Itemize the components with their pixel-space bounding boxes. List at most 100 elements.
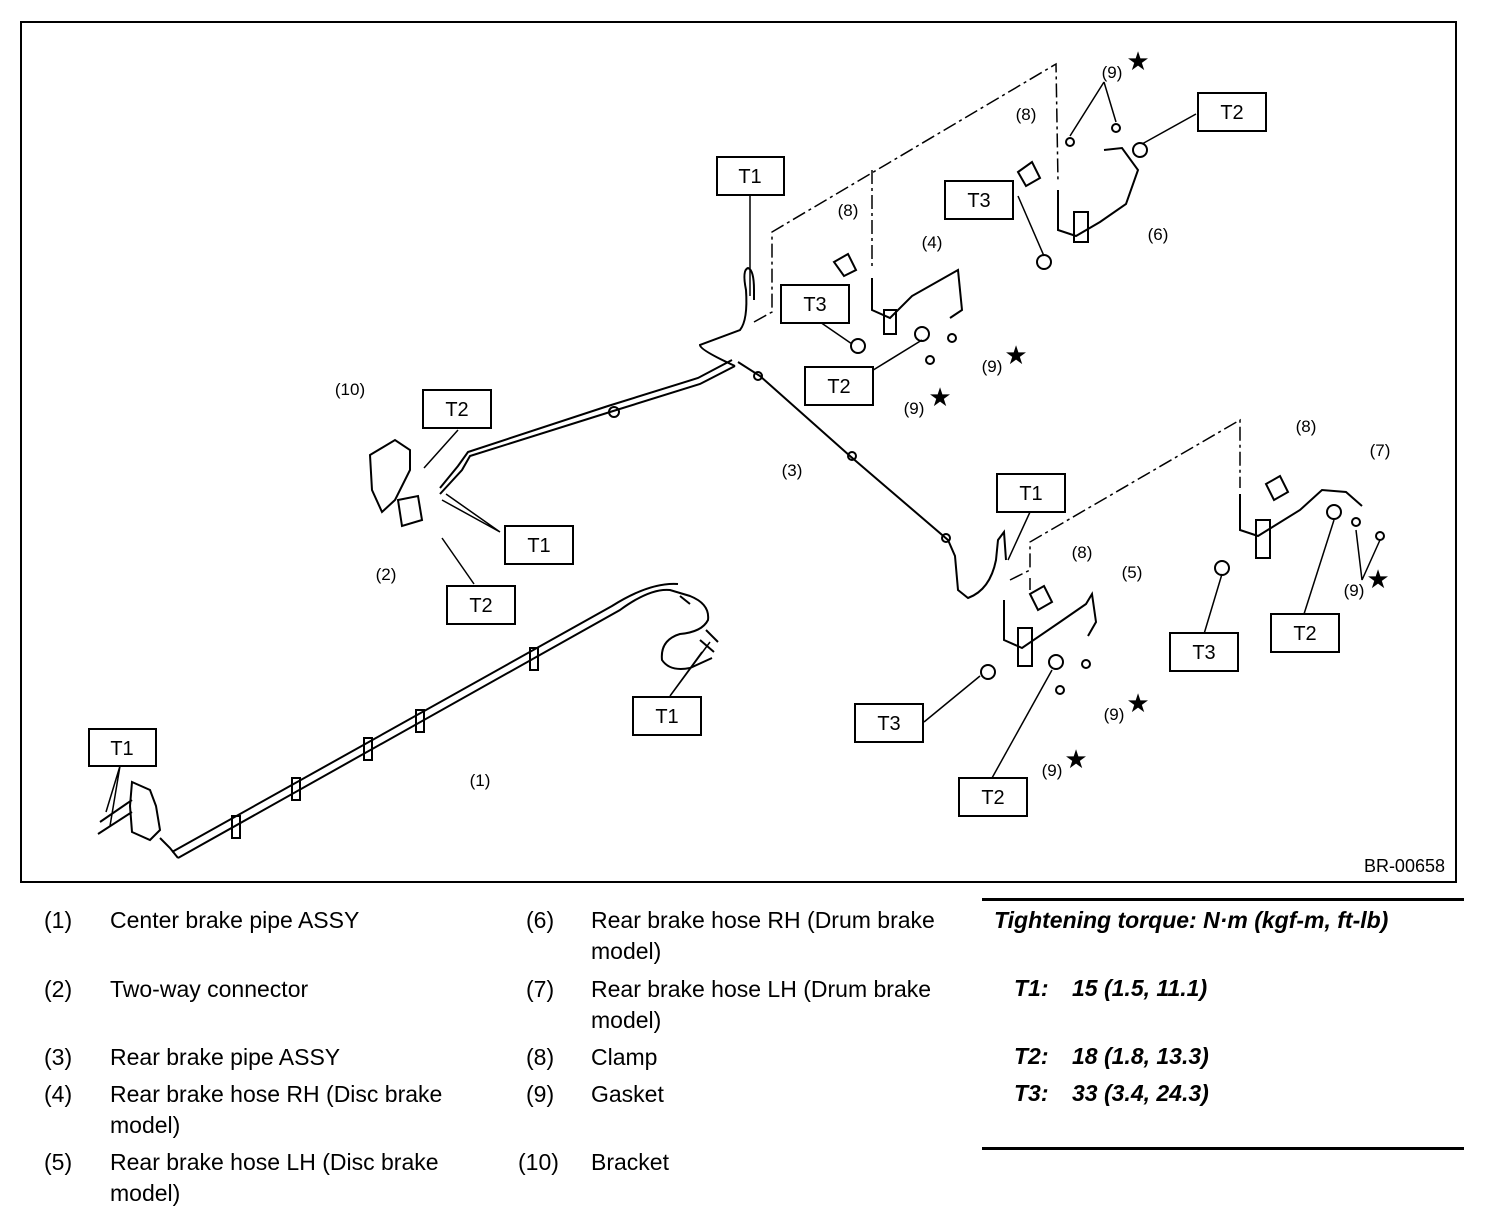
callout-8: (8) xyxy=(838,201,859,220)
star-icon: ★ xyxy=(1366,564,1389,594)
tag-box xyxy=(780,284,850,324)
legend-num: (6) xyxy=(526,907,555,933)
tag-t3: T3 xyxy=(877,713,900,735)
clamp-8d xyxy=(1264,474,1290,502)
star-icon: ★ xyxy=(928,382,951,412)
tag-t2: T2 xyxy=(827,376,850,398)
legend-text-cont: model) xyxy=(110,1180,181,1206)
legend-text-cont: model) xyxy=(110,1112,181,1138)
relation-lines xyxy=(753,62,1241,590)
tag-t3: T3 xyxy=(1192,642,1215,664)
callout-3: (3) xyxy=(782,461,803,480)
pipe-clip xyxy=(291,777,301,801)
legend-num: (8) xyxy=(526,1044,555,1070)
brake-line-diagram: T1 T2 T3 T3 T2 T2 T1 T2 T1 T1 T1 T3 T2 T… xyxy=(20,21,1457,883)
legend-num: (3) xyxy=(44,1044,73,1070)
figure-code: BR-00658 xyxy=(1364,856,1445,876)
torque-value: 15 (1.5, 11.1) xyxy=(1072,975,1208,1001)
torque-value: 33 (3.4, 24.3) xyxy=(1072,1080,1209,1106)
tag-t2: T2 xyxy=(1293,623,1316,645)
legend-text: Gasket xyxy=(591,1081,664,1107)
legend-num: (5) xyxy=(44,1149,73,1175)
tag-box xyxy=(804,366,874,406)
tag-t1: T1 xyxy=(110,738,133,760)
legend-text-cont: model) xyxy=(591,1007,662,1033)
star-icon: ★ xyxy=(1126,46,1149,76)
callout-10: (10) xyxy=(335,380,365,399)
callout-1: (1) xyxy=(470,771,491,790)
callout-9: (9) xyxy=(1104,705,1125,724)
callout-7: (7) xyxy=(1370,441,1391,460)
callout-8: (8) xyxy=(1072,543,1093,562)
tag-box xyxy=(944,180,1014,220)
legend-text: Rear brake hose LH (Drum brake xyxy=(591,976,932,1002)
tag-box xyxy=(88,728,157,767)
legend-num: (4) xyxy=(44,1081,73,1107)
tag-t2: T2 xyxy=(981,787,1004,809)
clamp-8b xyxy=(1016,160,1042,188)
hose-5 xyxy=(1003,591,1098,650)
callout-9: (9) xyxy=(982,357,1003,376)
rear-pipe-front-run xyxy=(439,365,736,495)
pipe-clip xyxy=(415,709,425,733)
legend-text: Bracket xyxy=(591,1149,669,1175)
tag-t2: T2 xyxy=(1220,102,1243,124)
torque-row: T1: 15 (1.5, 11.1) xyxy=(1014,975,1207,1002)
torque-value: 18 (1.8, 13.3) xyxy=(1072,1043,1209,1069)
callout-6: (6) xyxy=(1148,225,1169,244)
legend-num: (2) xyxy=(44,976,73,1002)
legend-num: (10) xyxy=(518,1149,559,1175)
tag-box xyxy=(996,473,1066,513)
hose-6 xyxy=(1057,146,1140,238)
tag-box xyxy=(958,777,1028,817)
star-icon: ★ xyxy=(1064,744,1087,774)
pipe-clip xyxy=(529,647,539,671)
pipes xyxy=(97,123,1385,859)
legend-num: (9) xyxy=(526,1081,555,1107)
tag-t3: T3 xyxy=(967,190,990,212)
torque-table: Tightening torque: N·m (kgf-m, ft-lb) T1… xyxy=(982,898,1464,1150)
star-icon: ★ xyxy=(1126,688,1149,718)
tag-t3: T3 xyxy=(803,294,826,316)
callouts: (1) (2) (3) (4) (5) (6) (7) (8) (8) (8) … xyxy=(335,63,1391,790)
torque-row: T2:18 (1.8, 13.3) xyxy=(1014,1043,1209,1070)
tag-box xyxy=(1197,92,1267,132)
bracket-10 xyxy=(368,438,411,514)
diagram-frame xyxy=(20,21,1457,883)
tag-t1: T1 xyxy=(738,166,761,188)
legend-text: Rear brake pipe ASSY xyxy=(110,1044,341,1070)
leaders xyxy=(105,81,1381,827)
legend-text: Rear brake hose LH (Disc brake xyxy=(110,1149,439,1175)
legend-text: Rear brake hose RH (Drum brake xyxy=(591,907,935,933)
hose-4 xyxy=(871,268,964,320)
callout-5: (5) xyxy=(1122,563,1143,582)
pipe-clip xyxy=(363,737,373,761)
legend-num: (7) xyxy=(526,976,555,1002)
torque-key: T1: xyxy=(1014,975,1049,1001)
clamp-8c xyxy=(1028,584,1054,612)
stars: ★ ★ ★ ★ ★ ★ xyxy=(928,46,1389,774)
callout-2: (2) xyxy=(376,565,397,584)
callout-8: (8) xyxy=(1296,417,1317,436)
tag-box xyxy=(716,156,785,196)
clamp-8 xyxy=(832,252,858,278)
tag-t2: T2 xyxy=(445,399,468,421)
legend-text: Center brake pipe ASSY xyxy=(110,907,360,933)
callout-4: (4) xyxy=(922,233,943,252)
torque-key: T3: xyxy=(1014,1080,1049,1106)
tag-box xyxy=(854,703,924,743)
callout-9: (9) xyxy=(1344,581,1365,600)
legend-text-cont: model) xyxy=(591,938,662,964)
callout-8: (8) xyxy=(1016,105,1037,124)
legend-text: Two-way connector xyxy=(110,976,309,1002)
star-icon: ★ xyxy=(1004,340,1027,370)
callout-9: (9) xyxy=(904,399,925,418)
legend-num: (1) xyxy=(44,907,73,933)
tag-box xyxy=(446,585,516,625)
tag-t1: T1 xyxy=(655,706,678,728)
tag-t2: T2 xyxy=(469,595,492,617)
tag-box xyxy=(422,389,492,429)
callout-9: (9) xyxy=(1042,761,1063,780)
torque-tag-boxes xyxy=(88,92,1340,817)
center-brake-pipe xyxy=(159,588,713,859)
